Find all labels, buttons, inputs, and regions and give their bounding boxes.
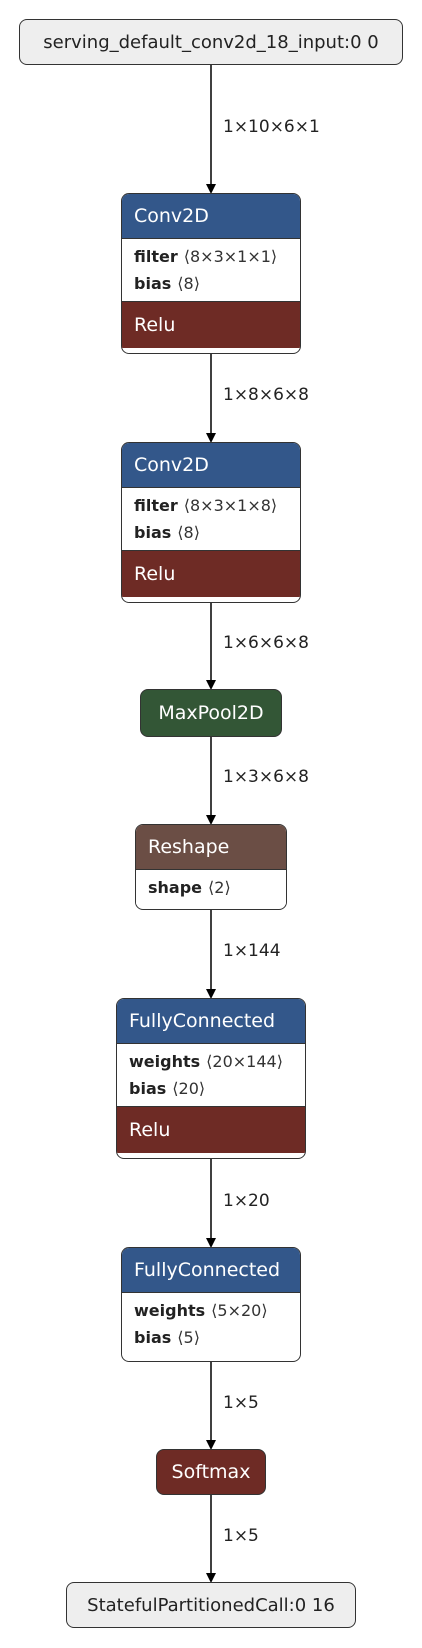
node-title: Conv2D xyxy=(134,454,209,476)
attr-name: bias xyxy=(134,1328,172,1347)
output-node[interactable]: StatefulPartitionedCall:0 16 xyxy=(66,1582,356,1628)
activation-label: Relu xyxy=(134,314,176,336)
node-header: FullyConnected xyxy=(117,999,305,1043)
attr-shape: ⟨8×3×1×1⟩ xyxy=(183,247,278,266)
node-attributes: shape ⟨2⟩ xyxy=(136,869,286,905)
node-attributes: filter ⟨8×3×1×1⟩ bias ⟨8⟩ xyxy=(122,238,300,301)
attr-row: bias ⟨8⟩ xyxy=(134,519,288,546)
attr-name: shape xyxy=(148,878,203,897)
node-title: MaxPool2D xyxy=(158,702,264,724)
edge-label: 1×5 xyxy=(223,1393,259,1413)
node-attributes: weights ⟨5×20⟩ bias ⟨5⟩ xyxy=(122,1292,300,1355)
activation-label: Relu xyxy=(129,1119,171,1141)
fully-connected-node-1[interactable]: FullyConnected weights ⟨20×144⟩ bias ⟨20… xyxy=(116,998,306,1159)
edge-label: 1×6×6×8 xyxy=(223,633,309,653)
conv2d-node-1[interactable]: Conv2D filter ⟨8×3×1×1⟩ bias ⟨8⟩ Relu xyxy=(121,193,301,354)
edge-label: 1×10×6×1 xyxy=(223,117,320,137)
attr-shape: ⟨5⟩ xyxy=(177,1328,200,1347)
attr-shape: ⟨8×3×1×8⟩ xyxy=(183,496,278,515)
activation-row: Relu xyxy=(122,301,300,348)
reshape-node[interactable]: Reshape shape ⟨2⟩ xyxy=(135,824,287,910)
attr-row: filter ⟨8×3×1×8⟩ xyxy=(134,492,288,519)
attr-name: weights xyxy=(129,1052,201,1071)
node-header: Conv2D xyxy=(122,194,300,238)
attr-row: bias ⟨8⟩ xyxy=(134,270,288,297)
node-header: FullyConnected xyxy=(122,1248,300,1292)
output-node-label: StatefulPartitionedCall:0 16 xyxy=(87,1594,335,1616)
maxpool2d-node[interactable]: MaxPool2D xyxy=(140,689,282,737)
node-title: Reshape xyxy=(148,836,230,858)
node-attributes: weights ⟨20×144⟩ bias ⟨20⟩ xyxy=(117,1043,305,1106)
edge-label: 1×5 xyxy=(223,1526,259,1546)
conv2d-node-2[interactable]: Conv2D filter ⟨8×3×1×8⟩ bias ⟨8⟩ Relu xyxy=(121,442,301,603)
attr-shape: ⟨8⟩ xyxy=(177,523,200,542)
activation-row: Relu xyxy=(122,550,300,597)
attr-shape: ⟨5×20⟩ xyxy=(211,1301,268,1320)
attr-name: bias xyxy=(134,523,172,542)
attr-row: filter ⟨8×3×1×1⟩ xyxy=(134,243,288,270)
fully-connected-node-2[interactable]: FullyConnected weights ⟨5×20⟩ bias ⟨5⟩ xyxy=(121,1247,301,1362)
node-header: Reshape xyxy=(136,825,286,869)
input-node[interactable]: serving_default_conv2d_18_input:0 0 xyxy=(19,19,403,65)
attr-row: bias ⟨5⟩ xyxy=(134,1324,288,1351)
activation-row: Relu xyxy=(117,1106,305,1153)
attr-name: bias xyxy=(134,274,172,293)
attr-name: bias xyxy=(129,1079,167,1098)
attr-row: shape ⟨2⟩ xyxy=(148,874,274,901)
edge-label: 1×144 xyxy=(223,941,281,961)
attr-name: filter xyxy=(134,496,178,515)
attr-row: bias ⟨20⟩ xyxy=(129,1075,293,1102)
edge-label: 1×3×6×8 xyxy=(223,767,309,787)
edge-label: 1×8×6×8 xyxy=(223,385,309,405)
node-attributes: filter ⟨8×3×1×8⟩ bias ⟨8⟩ xyxy=(122,487,300,550)
attr-shape: ⟨20×144⟩ xyxy=(206,1052,283,1071)
attr-row: weights ⟨20×144⟩ xyxy=(129,1048,293,1075)
attr-row: weights ⟨5×20⟩ xyxy=(134,1297,288,1324)
input-node-label: serving_default_conv2d_18_input:0 0 xyxy=(43,31,379,53)
node-title: FullyConnected xyxy=(129,1010,276,1032)
attr-shape: ⟨20⟩ xyxy=(172,1079,206,1098)
attr-shape: ⟨8⟩ xyxy=(177,274,200,293)
attr-name: filter xyxy=(134,247,178,266)
node-header: Conv2D xyxy=(122,443,300,487)
node-title: FullyConnected xyxy=(134,1259,281,1281)
edge-label: 1×20 xyxy=(223,1191,270,1211)
activation-label: Relu xyxy=(134,563,176,585)
attr-name: weights xyxy=(134,1301,206,1320)
node-title: Conv2D xyxy=(134,205,209,227)
softmax-node[interactable]: Softmax xyxy=(156,1449,266,1495)
node-title: Softmax xyxy=(171,1461,251,1483)
attr-shape: ⟨2⟩ xyxy=(208,878,231,897)
